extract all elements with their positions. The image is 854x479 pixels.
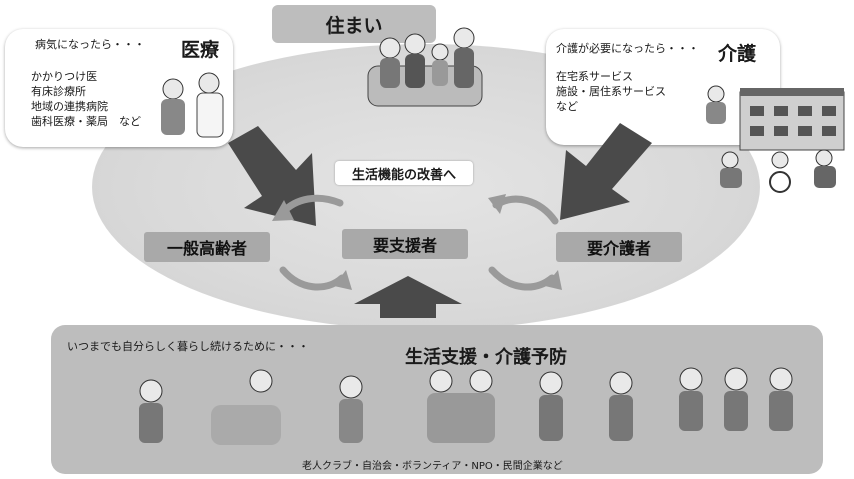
prevention-intro: いつまでも自分らしく暮らし続けるために・・・ bbox=[67, 340, 309, 353]
medical-title: 医療 bbox=[181, 39, 220, 61]
care-title: 介護 bbox=[718, 43, 757, 65]
cycle-arrow-top-right bbox=[492, 195, 559, 225]
cycle-arrow-bottom-left bbox=[279, 266, 346, 291]
care-to-care-needed-arrow bbox=[560, 123, 652, 220]
medical-to-general-arrow bbox=[228, 126, 316, 226]
care-intro: 介護が必要になったら・・・ bbox=[556, 42, 699, 55]
doctor-illustration bbox=[153, 69, 231, 141]
prevention-title: 生活支援・介護予防 bbox=[405, 347, 567, 368]
prevention-footer: 老人クラブ・自治会・ボランティア・NPO・民間企業など bbox=[302, 461, 563, 472]
medical-box: 病気になったら・・・ 医療 かかりつけ医 有床診療所 地域の連携病院 歯科医療・… bbox=[5, 29, 233, 147]
medical-item: 有床診療所 bbox=[31, 85, 86, 98]
care-item: 在宅系サービス bbox=[556, 70, 633, 83]
support-needed-box: 要支援者 bbox=[342, 229, 468, 259]
medical-intro: 病気になったら・・・ bbox=[35, 38, 145, 51]
prevention-up-arrow bbox=[354, 276, 462, 318]
care-facility-illustration bbox=[700, 82, 850, 194]
medical-item: 地域の連携病院 bbox=[31, 100, 108, 113]
care-item: 施設・居住系サービス bbox=[556, 85, 666, 98]
family-illustration bbox=[360, 14, 490, 118]
medical-item: 歯科医療・薬局 など bbox=[31, 115, 141, 128]
cycle-arrow-bottom-right bbox=[488, 266, 556, 291]
improvement-text: 生活機能の改善へ bbox=[351, 167, 456, 183]
prevention-panel: いつまでも自分らしく暮らし続けるために・・・ 生活支援・介護予防 老人クラブ・自… bbox=[51, 325, 823, 474]
general-elderly-box: 一般高齢者 bbox=[144, 232, 270, 262]
improvement-bubble: 生活機能の改善へ bbox=[335, 161, 473, 185]
medical-item: かかりつけ医 bbox=[31, 70, 98, 83]
care-item: など bbox=[556, 100, 578, 113]
community-activities-illustration bbox=[111, 365, 811, 457]
care-needed-box: 要介護者 bbox=[556, 232, 682, 262]
housing-title: 住まい bbox=[325, 14, 383, 37]
care-box: 介護が必要になったら・・・ 介護 在宅系サービス 施設・居住系サービス など bbox=[546, 29, 780, 145]
